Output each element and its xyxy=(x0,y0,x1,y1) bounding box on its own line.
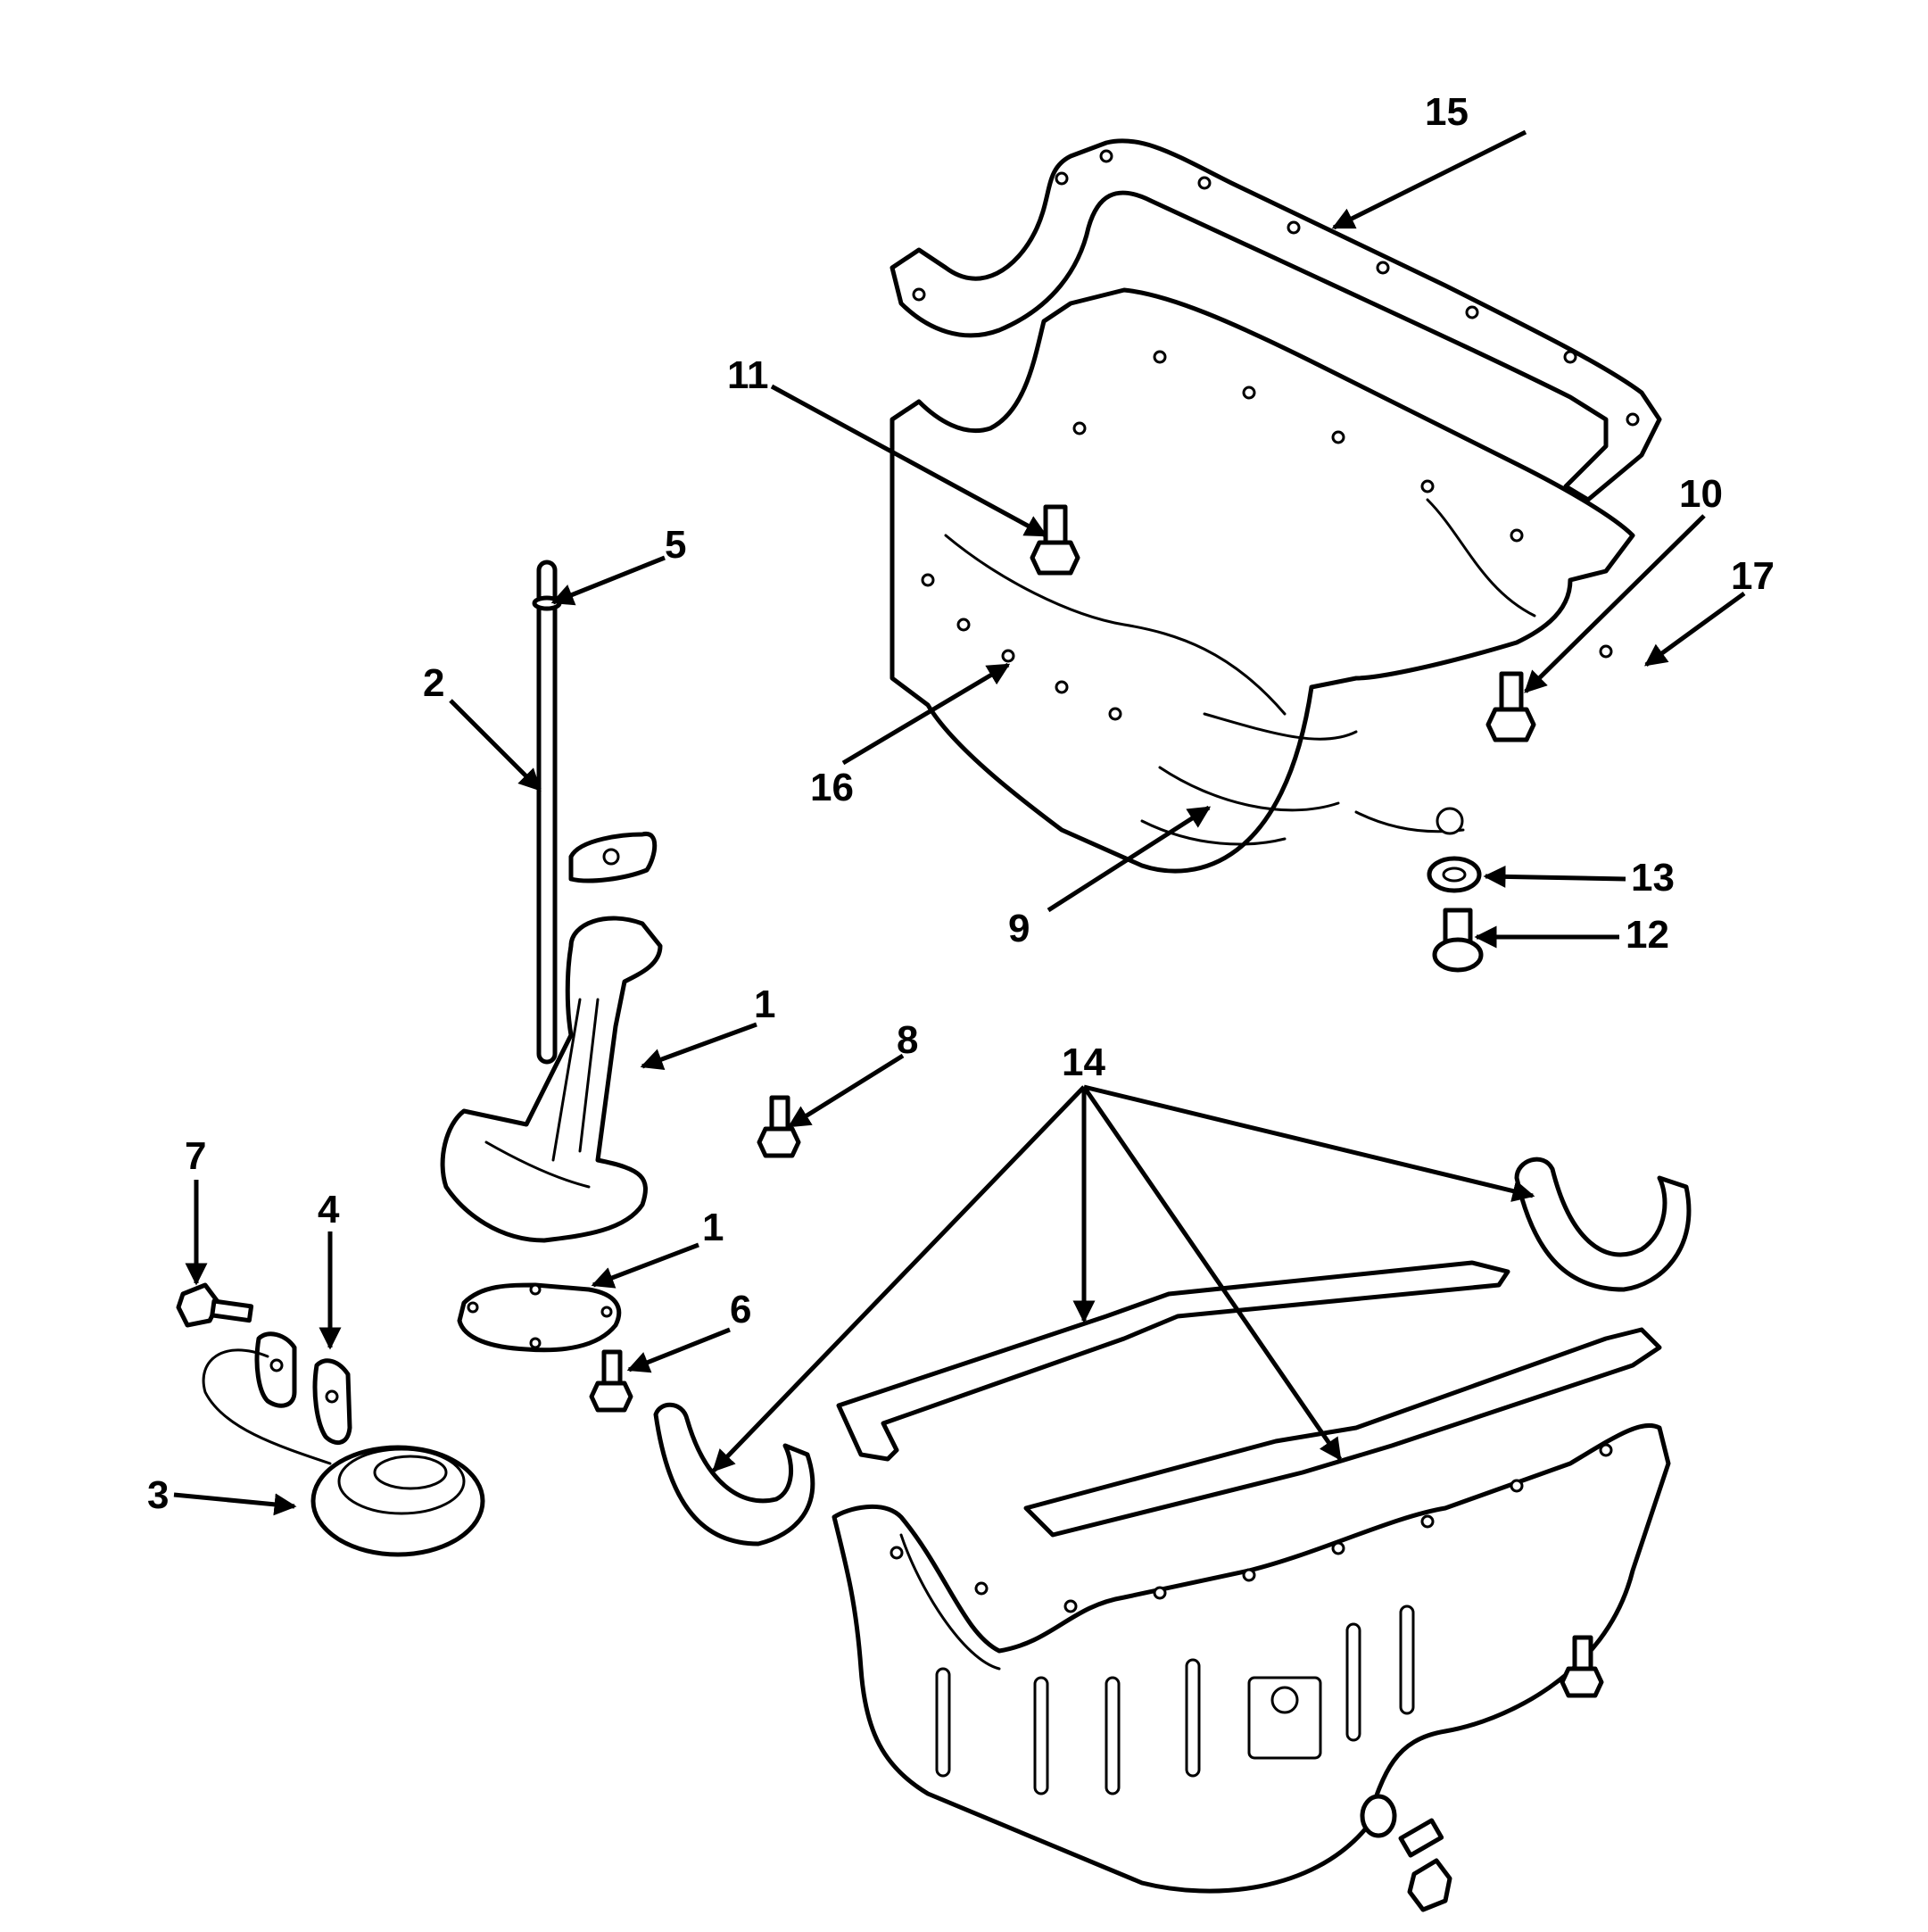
bolt-7 xyxy=(176,1282,254,1328)
pickup-flange-gasket xyxy=(568,832,658,883)
callout-12: 12 xyxy=(1626,913,1669,957)
gasket-rail-14a xyxy=(836,1260,1510,1462)
callout-10: 10 xyxy=(1679,472,1723,516)
callout-17: 17 xyxy=(1731,554,1775,598)
lower-oil-pan xyxy=(832,1422,1671,1894)
rear-seal-14 xyxy=(1514,1157,1692,1292)
oil-pickup-screen-3 xyxy=(310,1445,485,1557)
leader-lines xyxy=(173,129,1746,1516)
upper-pan-gasket-rail xyxy=(890,138,1662,502)
callout-6: 6 xyxy=(730,1288,751,1331)
front-seal-14 xyxy=(653,1402,815,1546)
bolt-10 xyxy=(1485,671,1536,742)
callout-5: 5 xyxy=(665,523,686,567)
gasket-rail-14b xyxy=(1023,1327,1662,1538)
callout-16: 16 xyxy=(810,766,854,809)
drain-plug-lower xyxy=(1360,1794,1452,1912)
callout-1b: 1 xyxy=(702,1206,724,1249)
callout-3: 3 xyxy=(147,1473,169,1517)
callout-2: 2 xyxy=(423,661,444,705)
callout-8: 8 xyxy=(897,1018,918,1062)
dipstick-tube-2 xyxy=(532,560,562,1065)
callout-4: 4 xyxy=(318,1188,340,1231)
pickup-gasket-4 xyxy=(202,1331,352,1465)
callout-9: 9 xyxy=(1008,907,1030,950)
callout-14: 14 xyxy=(1062,1041,1105,1084)
drain-plug-12 xyxy=(1432,908,1484,973)
bolt-6 xyxy=(589,1349,633,1413)
callout-1a: 1 xyxy=(754,983,775,1026)
callout-15: 15 xyxy=(1425,90,1469,134)
callout-7: 7 xyxy=(185,1134,206,1178)
upper-oil-pan xyxy=(890,287,1635,874)
bolt-8 xyxy=(757,1095,801,1158)
callout-13: 13 xyxy=(1631,856,1675,900)
pump-cover-gasket-1 xyxy=(457,1282,622,1353)
drain-plug-washer-13 xyxy=(1427,856,1482,893)
oil-pump-pickup-1 xyxy=(440,916,663,1243)
pan-bolt-right xyxy=(1560,1635,1604,1698)
callout-11: 11 xyxy=(727,353,769,397)
